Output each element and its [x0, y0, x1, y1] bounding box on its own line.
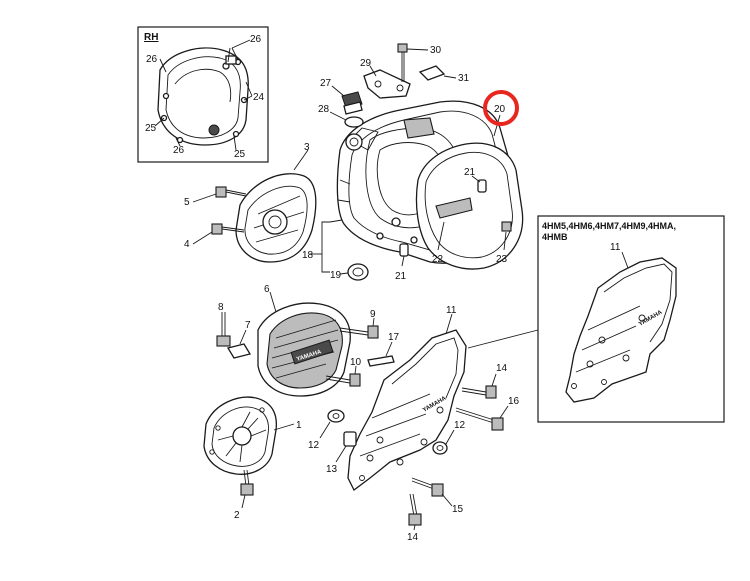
callout-17: 17 [388, 332, 400, 343]
callout-29: 29 [360, 58, 372, 69]
models-inset: 4HM5,4HM6,4HM7,4HM9,4HMA, 4HMB YAMAHA 11 [537, 215, 725, 423]
part-19-seal [339, 263, 369, 281]
part-21-dowel-right [471, 175, 487, 193]
callout-30: 30 [430, 45, 442, 56]
highlight-ring [483, 90, 519, 126]
rh-inset-title: RH [144, 32, 158, 43]
rh-inset-frame [137, 26, 269, 163]
part-21-dowel-lower [399, 243, 409, 267]
models-inset-label-11: 11 [610, 242, 621, 253]
models-inset-frame [537, 215, 725, 423]
part-12-washer-left [319, 409, 345, 439]
part-18-bracket [310, 219, 343, 273]
rh-inset-leaders [154, 39, 253, 151]
callout-11: 11 [446, 305, 457, 316]
rh-label-26-top: 26 [250, 34, 262, 45]
callout-20: 20 [494, 104, 506, 115]
part-15-bolt [411, 477, 453, 507]
part-31-clip [418, 65, 457, 81]
callout-16: 16 [508, 396, 520, 407]
rh-label-26-bottom: 26 [173, 145, 185, 156]
models-inset-cover-11: YAMAHA [565, 251, 677, 403]
callout-15: 15 [452, 504, 464, 515]
callout-6: 6 [264, 284, 270, 295]
rh-label-24: 24 [253, 92, 265, 103]
callout-12-right: 12 [454, 420, 466, 431]
part-9-bolt [339, 317, 379, 339]
callout-31: 31 [458, 73, 470, 84]
callout-13: 13 [326, 464, 338, 475]
part-4-bolt [192, 223, 245, 245]
callout-4: 4 [184, 239, 190, 250]
callout-8: 8 [218, 302, 224, 313]
callout-2: 2 [234, 510, 240, 521]
part-1-cover [203, 396, 295, 475]
callout-3: 3 [304, 142, 310, 153]
part-8-bolt [216, 312, 231, 347]
callout-22: 22 [432, 254, 444, 265]
part-7-bracket [226, 329, 252, 359]
callout-21-upper: 21 [464, 167, 476, 178]
callout-10: 10 [350, 357, 362, 368]
rh-inset: RH 26 26 24 25 [137, 26, 269, 163]
callout-27: 27 [320, 78, 332, 89]
callout-21-lower: 21 [395, 271, 407, 282]
part-14-bolt-lower [408, 493, 422, 531]
part-22-plate [435, 197, 473, 251]
part-16-bolt [455, 405, 509, 431]
part-3-housing [235, 149, 317, 263]
part-29-plate [363, 65, 411, 99]
part-27-filler-cap [331, 85, 363, 115]
part-13-collar [335, 431, 357, 463]
callout-12-left: 12 [308, 440, 320, 451]
callout-9: 9 [370, 309, 376, 320]
part-14-bolt-upper [461, 373, 497, 399]
callout-18: 18 [302, 250, 314, 261]
part-28-o-ring [329, 111, 364, 128]
part-5-bolt [192, 186, 247, 203]
callout-14-upper: 14 [496, 363, 508, 374]
rh-crankcase-cover [157, 47, 249, 146]
part-17-pin [367, 341, 395, 367]
part-30-bolt [397, 43, 429, 82]
callout-28: 28 [318, 104, 330, 115]
models-inset-title-line2: 4HMB [542, 232, 568, 242]
rh-label-25-right: 25 [234, 149, 246, 160]
callout-19: 19 [330, 270, 342, 281]
part-12-washer-right [432, 429, 455, 455]
inset-pointer-line [467, 329, 539, 349]
rh-label-26-left: 26 [146, 54, 158, 65]
callout-5: 5 [184, 197, 190, 208]
callout-14-lower: 14 [407, 532, 419, 543]
rh-label-25-left: 25 [145, 123, 157, 134]
part-10-bolt [325, 365, 361, 387]
part-6-cover: YAMAHA [257, 291, 351, 397]
models-inset-title-line1: 4HM5,4HM6,4HM7,4HM9,4HMA, [542, 221, 676, 231]
part-11-sprocket-cover: YAMAHA [347, 313, 467, 491]
part-2-bolt [240, 469, 254, 509]
callout-7: 7 [245, 320, 251, 331]
part-23-bolt [501, 221, 512, 251]
callout-23: 23 [496, 254, 508, 265]
callout-1: 1 [296, 420, 302, 431]
